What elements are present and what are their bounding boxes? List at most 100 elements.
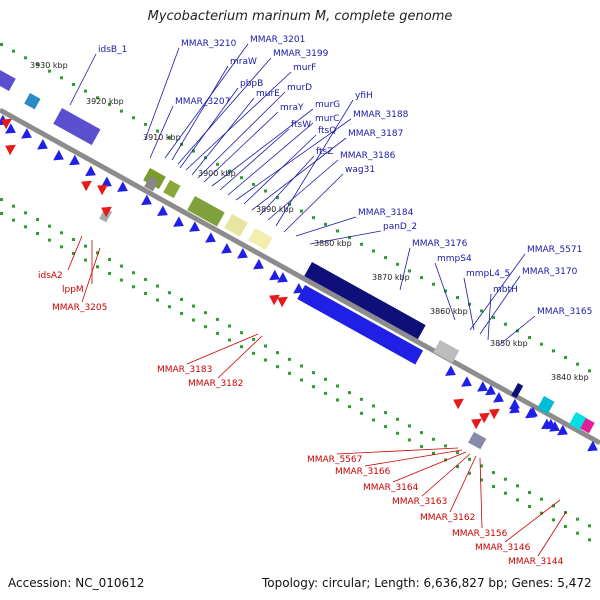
tick-dot — [216, 162, 219, 166]
tick-dot — [516, 484, 519, 488]
gene-block — [537, 396, 555, 415]
genome-backbone — [0, 107, 600, 446]
tick-dot — [132, 271, 135, 275]
forward-gene-arrow — [545, 418, 556, 430]
forward-gene-arrow — [141, 194, 152, 206]
forward-gene-arrow — [5, 123, 16, 134]
forward-gene-label: MMAR_3165 — [537, 307, 592, 317]
forward-leader-line — [434, 262, 456, 321]
tick-dot — [0, 212, 3, 215]
tick-dot — [60, 231, 63, 235]
tick-dot — [204, 325, 207, 329]
tick-dot — [348, 405, 351, 409]
tick-dot — [156, 129, 159, 133]
kbp-tick-label: 3840 kbp — [551, 373, 589, 382]
tick-dot — [444, 458, 447, 462]
tick-dot — [144, 277, 147, 281]
tick-dot — [216, 317, 219, 321]
tick-dot — [96, 96, 99, 100]
forward-leader-line — [219, 128, 290, 191]
tick-dot — [528, 505, 531, 509]
forward-leader-line — [179, 87, 239, 169]
tick-dot — [132, 285, 135, 289]
tick-dot — [192, 304, 195, 308]
forward-gene-label: MMAR_5571 — [527, 245, 582, 255]
kbp-tick-label: 3900 kbp — [198, 169, 236, 178]
tick-dot — [36, 217, 39, 221]
reverse-leader-line — [449, 455, 477, 513]
forward-gene-label: ftsQ — [318, 126, 336, 136]
tick-dot — [48, 69, 51, 73]
gene-arrows — [0, 114, 598, 452]
tick-dot — [0, 198, 3, 201]
forward-gene-label: murC — [315, 114, 339, 124]
gene-block — [224, 214, 248, 237]
tick-dot — [108, 257, 111, 261]
gene-blocks — [0, 69, 595, 450]
tick-dot — [372, 418, 375, 422]
tick-dot — [360, 242, 363, 246]
tick-dot — [0, 43, 3, 46]
forward-gene-arrow — [461, 376, 472, 387]
gene-block — [163, 180, 181, 199]
tick-dot — [576, 362, 579, 366]
tick-dot — [564, 356, 567, 360]
tick-dot — [564, 525, 567, 529]
tick-dot — [360, 411, 363, 415]
forward-gene-label: panD_2 — [383, 222, 417, 232]
tick-dot — [576, 531, 579, 535]
reverse-gene-label: lppM — [62, 285, 84, 295]
reverse-leader-line — [217, 335, 263, 379]
tick-dot — [540, 511, 543, 515]
tick-dot — [468, 471, 471, 475]
reverse-gene-label: MMAR_3182 — [188, 379, 243, 389]
tick-dot — [300, 378, 303, 382]
dotted-tick-tracks — [0, 43, 591, 542]
reverse-gene-label: MMAR_3163 — [392, 497, 447, 507]
kbp-tick-label: 3890 kbp — [256, 205, 294, 214]
tick-dot — [552, 504, 555, 508]
forward-gene-label: MMAR_3184 — [358, 208, 414, 218]
reverse-gene-arrow — [1, 118, 12, 130]
forward-gene-label: wag31 — [345, 165, 375, 175]
forward-gene-arrow — [101, 176, 112, 187]
tick-dot — [384, 411, 387, 415]
tick-dot — [324, 391, 327, 395]
gene-block — [53, 108, 101, 146]
forward-gene-arrow — [21, 128, 32, 139]
forward-leader-line — [197, 91, 286, 179]
kbp-tick-label: 3860 kbp — [430, 307, 468, 316]
forward-gene-label: MMAR_3188 — [353, 110, 409, 120]
genome-summary: Topology: circular; Length: 6,636,827 bp… — [262, 576, 592, 590]
tick-dot — [144, 122, 147, 126]
tick-dot — [588, 524, 591, 528]
gene-block — [24, 93, 41, 110]
tick-dot — [432, 451, 435, 455]
reverse-leader-line — [67, 235, 83, 271]
tick-dot — [456, 451, 459, 455]
forward-leader-line — [275, 99, 354, 227]
tick-dot — [168, 291, 171, 295]
tick-dot — [420, 431, 423, 435]
forward-leader-line — [149, 105, 174, 159]
forward-gene-arrow — [527, 406, 538, 418]
gene-block — [580, 418, 595, 434]
tick-dot — [420, 445, 423, 449]
forward-gene-label: MMAR_3170 — [522, 267, 578, 277]
kbp-tick-label: 3910 kbp — [143, 133, 181, 142]
tick-dot — [168, 136, 171, 140]
reverse-gene-arrow — [453, 398, 464, 410]
tick-dot — [324, 222, 327, 226]
forward-leader-line — [164, 43, 249, 159]
tick-dot — [408, 438, 411, 442]
tick-dot — [180, 311, 183, 315]
tick-dot — [360, 397, 363, 401]
forward-gene-label: MMAR_3187 — [348, 129, 403, 139]
kbp-tick-label: 3880 kbp — [314, 239, 352, 248]
tick-dot — [12, 204, 15, 208]
gene-block — [433, 340, 460, 363]
forward-leader-line — [191, 97, 255, 176]
tick-dot — [384, 425, 387, 429]
tick-dot — [276, 351, 279, 355]
